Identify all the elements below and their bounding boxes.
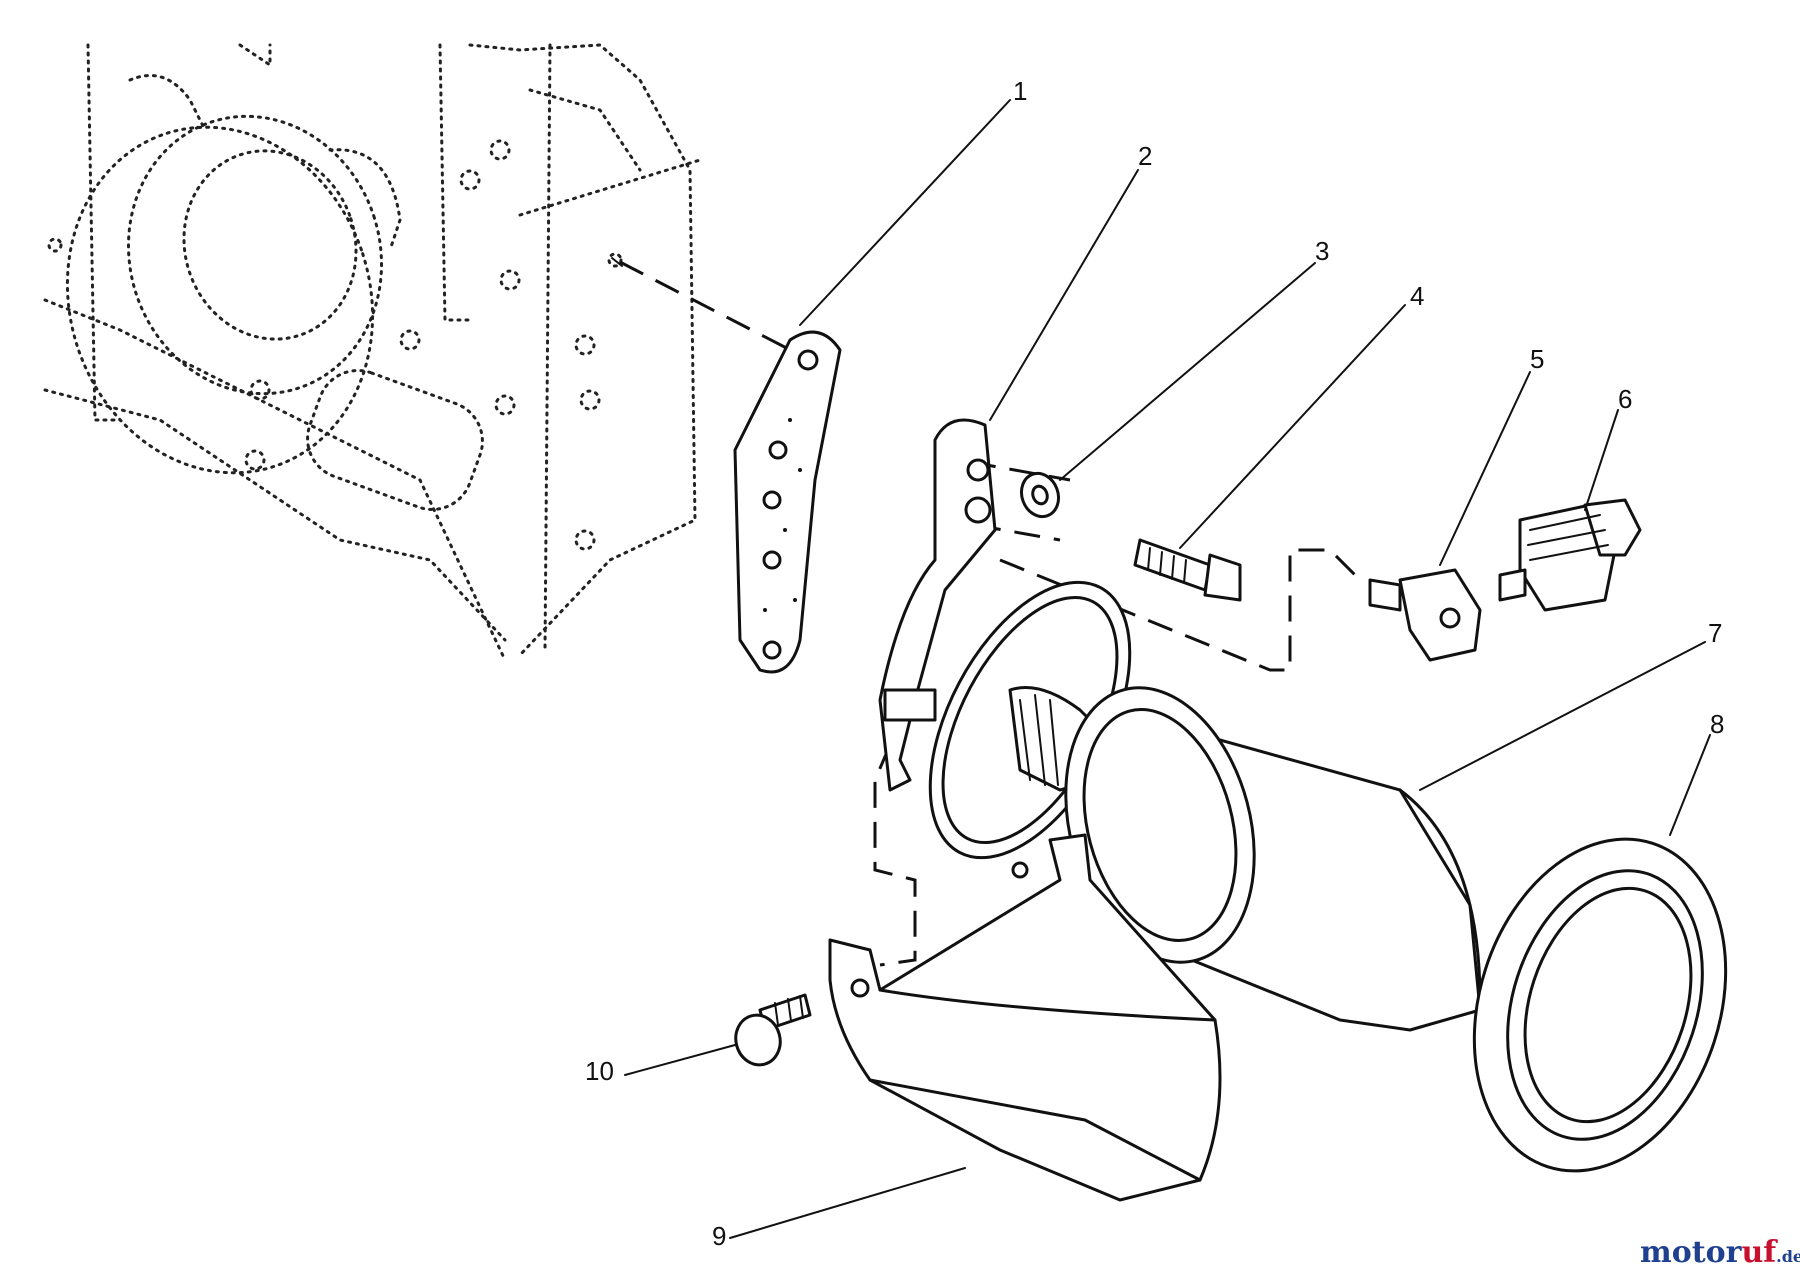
watermark-logo: motoruf.de [1640,1235,1800,1270]
part-pressure-switch [1498,498,1642,612]
callout-5: 5 [1530,344,1544,374]
part-oil-filter [1064,686,1482,1032]
part-adapter-fitting [1368,568,1482,662]
callout-7: 7 [1708,618,1722,648]
part-washer [1019,471,1061,519]
watermark-brand-b: uf [1741,1235,1778,1270]
callout-4: 4 [1410,281,1424,311]
callout-10: 10 [585,1056,614,1086]
callout-3: 3 [1315,236,1329,266]
leader-lines [624,99,1711,1239]
watermark-tld: .de [1776,1247,1800,1266]
part-shield [828,833,1222,1202]
callout-8: 8 [1710,709,1724,739]
callout-labels: 1 2 3 4 5 6 7 8 9 10 [585,76,1724,1251]
callout-9: 9 [712,1221,726,1251]
part-gasket-plate [733,330,842,674]
part-bolt [1133,538,1242,602]
engine-block-outline [43,43,702,662]
callout-1: 1 [1013,76,1027,106]
part-seal-ring [1472,837,1728,1173]
callout-6: 6 [1618,384,1632,414]
part-screw [734,993,812,1067]
watermark-brand-a: motor [1640,1235,1743,1270]
callout-2: 2 [1138,141,1152,171]
svg-text:motoruf.de: motoruf.de [1640,1235,1800,1270]
